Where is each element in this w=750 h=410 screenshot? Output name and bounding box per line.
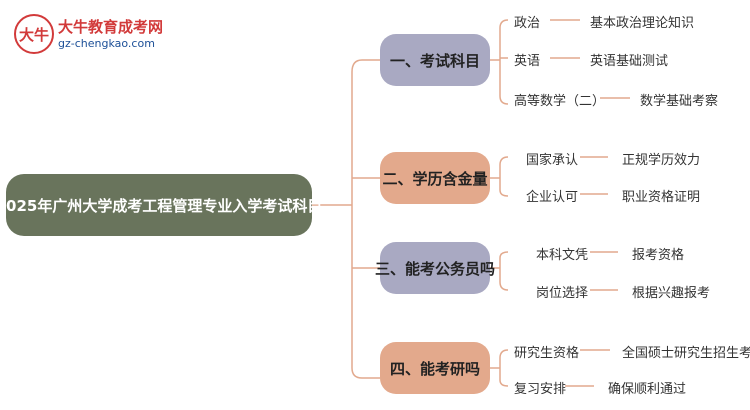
leaf-detail: 根据兴趣报考 bbox=[632, 286, 711, 301]
leaf-label: 复习安排 bbox=[514, 382, 567, 397]
connector-trunk bbox=[351, 59, 363, 379]
leaf-label: 高等数学（二） bbox=[514, 94, 606, 109]
leaf-label: 英语 bbox=[514, 54, 541, 69]
leaf-label: 岗位选择 bbox=[536, 286, 589, 301]
leaf-detail: 全国硕士研究生招生考试 bbox=[622, 346, 750, 361]
root-node: 2025年广州大学成考工程管理专业入学考试科目 bbox=[0, 174, 322, 236]
logo-badge-icon: 大牛 bbox=[14, 14, 54, 54]
category-node-exam-subjects: 一、考试科目 bbox=[380, 34, 490, 86]
leaf-detail: 确保顺利通过 bbox=[608, 382, 687, 397]
leaf-detail: 数学基础考察 bbox=[640, 94, 719, 109]
logo-title: 大牛教育成考网 bbox=[58, 18, 164, 36]
leaf-label: 政治 bbox=[514, 16, 541, 31]
category-node-civil-service: 三、能考公务员吗 bbox=[375, 242, 495, 294]
leaf-detail: 基本政治理论知识 bbox=[590, 16, 695, 31]
brand-logo: 大牛 大牛教育成考网 gz-chengkao.com bbox=[14, 14, 164, 56]
category-node-degree-value: 二、学历含金量 bbox=[380, 152, 490, 204]
leaf-detail: 英语基础测试 bbox=[590, 54, 669, 69]
leaf-label: 国家承认 bbox=[526, 153, 579, 168]
logo-url: gz-chengkao.com bbox=[58, 37, 155, 50]
leaf-detail: 报考资格 bbox=[632, 248, 685, 263]
leaf-detail: 职业资格证明 bbox=[622, 190, 701, 205]
category-node-postgraduate: 四、能考研吗 bbox=[380, 342, 490, 394]
leaf-label: 本科文凭 bbox=[536, 248, 589, 263]
leaf-detail: 正规学历效力 bbox=[622, 153, 701, 168]
leaf-label: 企业认可 bbox=[526, 190, 579, 205]
leaf-label: 研究生资格 bbox=[514, 346, 580, 361]
